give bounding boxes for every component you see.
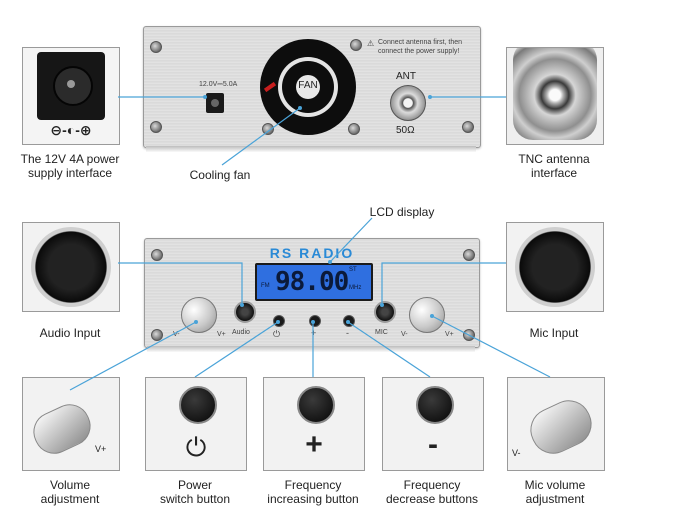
front-panel-shadow <box>147 346 475 352</box>
rear-panel-shadow <box>146 146 476 152</box>
tnc-antenna-inset <box>506 47 604 145</box>
caption-tnc-2: interface <box>530 166 578 180</box>
caption-mic-volume-2: adjustment <box>525 492 585 506</box>
caption-power-supply-2: supply interface <box>27 166 113 180</box>
mic-v-plus: V+ <box>445 331 454 338</box>
lcd-frequency: 98.00 <box>275 267 349 297</box>
screw <box>150 41 162 53</box>
screw <box>150 121 162 133</box>
mic-volume-knob[interactable] <box>409 297 445 333</box>
warning-text-1: Connect antenna first, then <box>378 39 463 46</box>
dc-jack-image <box>37 52 105 120</box>
warning-icon: ⚠ <box>367 39 375 48</box>
cooling-fan: FAN <box>260 39 356 135</box>
power-switch-inset: ⏻ <box>145 377 247 471</box>
volume-knob[interactable] <box>181 297 217 333</box>
minus-icon: - <box>428 428 438 461</box>
mic-v-minus: V- <box>401 331 408 338</box>
lcd-fm-tag: FM <box>261 283 270 289</box>
power-rating-label: 12.0V⎓5.0A <box>199 81 238 88</box>
caption-tnc-1: TNC antenna <box>518 152 590 166</box>
plus-label: + <box>311 328 317 338</box>
screw <box>350 39 362 51</box>
freq-increase-inset: + <box>263 377 365 471</box>
audio-jack[interactable] <box>234 301 256 323</box>
minus-label: - <box>346 328 349 338</box>
volume-inset: V+ <box>22 377 120 471</box>
screw <box>462 121 474 133</box>
ant-label: ANT <box>396 71 416 82</box>
rear-panel: 12.0V⎓5.0A FAN ⚠ Connect antenna first, … <box>143 26 481 148</box>
lcd-display: FM 98.00 ST MHz <box>255 263 373 301</box>
power-supply-inset: ⊖-◐-⊕ <box>22 47 120 145</box>
screw <box>151 249 163 261</box>
lcd-mhz-tag: MHz <box>349 285 362 291</box>
screw <box>463 329 475 341</box>
volume-v-plus: V+ <box>217 331 226 338</box>
caption-mic-volume-1: Mic volume <box>524 478 586 492</box>
volume-inset-vplus: V+ <box>95 444 107 454</box>
impedance-label: 50Ω <box>396 125 415 136</box>
screw <box>262 123 274 135</box>
dc-jack <box>206 93 224 113</box>
audio-label: Audio <box>232 329 250 336</box>
caption-freq-inc-1: Frequency <box>284 478 342 492</box>
caption-power-1: Power <box>177 478 212 492</box>
caption-lcd-display: LCD display <box>369 205 435 219</box>
antenna-connector <box>390 85 426 121</box>
front-panel: RS RADIO FM 98.00 ST MHz V- V+ Audio ⏻ +… <box>144 238 480 348</box>
screw <box>151 329 163 341</box>
warning-text-2: connect the power supply! <box>378 48 460 55</box>
mic-volume-inset: V- <box>507 377 605 471</box>
volume-v-minus: V- <box>173 331 180 338</box>
screw <box>463 249 475 261</box>
mic-label: MIC <box>375 329 388 336</box>
audio-input-inset <box>22 222 120 312</box>
power-button[interactable] <box>273 315 285 327</box>
caption-freq-dec-1: Frequency <box>403 478 461 492</box>
plus-icon: + <box>305 428 323 461</box>
caption-power-supply-1: The 12V 4A power <box>20 152 120 166</box>
caption-mic-input: Mic Input <box>529 326 579 340</box>
fan-label: FAN <box>298 80 318 91</box>
mic-input-inset <box>506 222 604 312</box>
brand-logo: RS RADIO <box>269 245 355 261</box>
mic-inset-vminus: V- <box>512 448 521 458</box>
caption-audio-input: Audio Input <box>39 326 101 340</box>
caption-cooling-fan: Cooling fan <box>189 168 251 182</box>
caption-freq-dec-2: decrease buttons <box>385 492 479 506</box>
power-symbol-icon: ⏻ <box>273 329 281 339</box>
screw <box>348 123 360 135</box>
caption-power-2: switch button <box>159 492 231 506</box>
lcd-st-tag: ST <box>349 267 357 273</box>
dc-polarity-symbol: ⊖-◐-⊕ <box>50 122 92 138</box>
freq-decrease-inset: - <box>382 377 484 471</box>
caption-volume-2: adjustment <box>40 492 100 506</box>
frequency-minus-button[interactable] <box>343 315 355 327</box>
mic-jack[interactable] <box>374 301 396 323</box>
caption-volume-1: Volume <box>49 478 91 492</box>
frequency-plus-button[interactable] <box>309 315 321 327</box>
caption-freq-inc-2: increasing button <box>267 492 359 506</box>
power-symbol-large-icon: ⏻ <box>185 432 207 462</box>
